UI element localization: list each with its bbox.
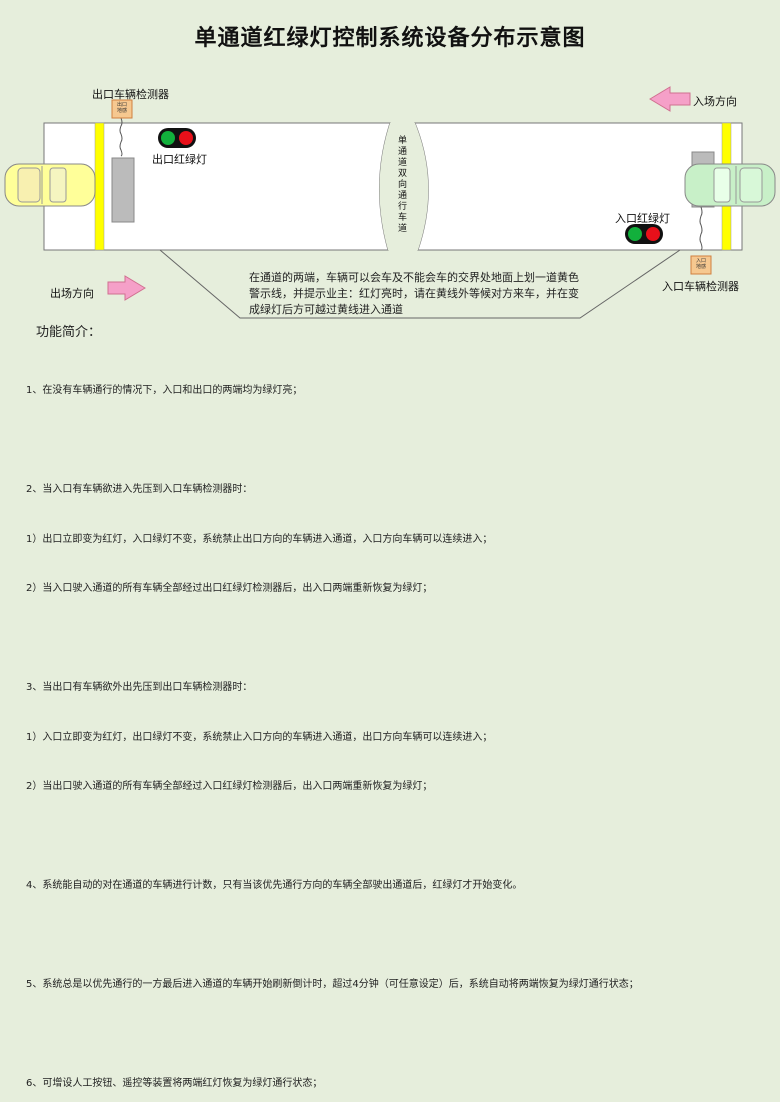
diagram-canvas <box>4 86 776 319</box>
entry-detector-box <box>690 255 712 275</box>
entry-cable <box>699 206 703 251</box>
exit-car <box>4 163 96 207</box>
page-title: 单通道红绿灯控制系统设备分布示意图 <box>194 25 586 51</box>
list-item: 4、系统能自动的对在通道的车辆进行计数，只有当该优先通行方向的车辆全部驶出通道后… <box>26 880 523 891</box>
list-item: 2）当入口驶入通道的所有车辆全部经过出口红绿灯检测器后，出入口两端重新恢复为绿灯… <box>26 583 433 594</box>
exit-light-green <box>161 131 175 145</box>
list-item: 3、当出口有车辆欲外出先压到出口车辆检测器时： <box>26 682 253 693</box>
entry-light-label: 入口红绿灯 <box>615 212 670 225</box>
exit-light-red <box>179 131 193 145</box>
exit-direction-label: 出场方向 <box>50 287 94 300</box>
exit-detector-box <box>111 99 133 119</box>
list-item <box>26 928 766 945</box>
list-item: 1）入口立即变为红灯，出口绿灯不变，系统禁止入口方向的车辆进入通道，出口方向车辆… <box>26 731 493 743</box>
exit-detector-label: 出口车辆检测器 <box>92 88 169 101</box>
exit-ground-coil <box>111 157 135 223</box>
list-item: 2）当出口驶入通道的所有车辆全部经过入口红绿灯检测器后，出入口两端重新恢复为绿灯… <box>26 781 433 792</box>
exit-yellow-line <box>94 122 105 251</box>
entry-light-red <box>646 227 660 241</box>
list-item: 6、可增设人工按钮、遥控等装置将两端红灯恢复为绿灯通行状态； <box>26 1078 323 1089</box>
list-item <box>26 631 766 648</box>
exit-direction-arrow <box>107 275 146 301</box>
channel-label: 单通道双向通行车道 <box>398 136 408 234</box>
note-bracket <box>159 249 681 319</box>
entry-direction-arrow <box>649 86 691 112</box>
exit-cable <box>119 117 123 157</box>
function-list: 1、在没有车辆通行的情况下，入口和出口的两端均为绿灯亮； 2、当入口有车辆欲进入… <box>26 350 766 1102</box>
list-item: 5、系统总是以优先通行的一方最后进入通道的车辆开始刷新倒计时，超过4分钟（可任意… <box>26 979 639 990</box>
intro-title: 功能简介： <box>36 325 102 340</box>
entry-detector-label: 入口车辆检测器 <box>662 280 739 293</box>
entry-coil-label: 入口 地感 <box>695 258 706 270</box>
channel-section <box>379 123 429 250</box>
list-item <box>26 1027 766 1044</box>
warning-note: 在通道的两端，车辆可以会车及不能会车的交界处地面上划一道黄色警示线，并提示业主：… <box>249 271 579 316</box>
exit-light-label: 出口红绿灯 <box>152 153 207 166</box>
entry-car <box>684 163 776 207</box>
list-item: 2、当入口有车辆欲进入先压到入口车辆检测器时： <box>26 484 253 495</box>
exit-coil-label: 出口 地感 <box>116 102 127 114</box>
entry-light-green <box>628 227 642 241</box>
list-item: 1、在没有车辆通行的情况下，入口和出口的两端均为绿灯亮； <box>26 385 303 396</box>
entry-direction-label: 入场方向 <box>693 95 737 108</box>
list-item <box>26 433 766 450</box>
list-item <box>26 829 766 846</box>
list-item: 1）出口立即变为红灯，入口绿灯不变，系统禁止出口方向的车辆进入通道，入口方向车辆… <box>26 533 493 545</box>
